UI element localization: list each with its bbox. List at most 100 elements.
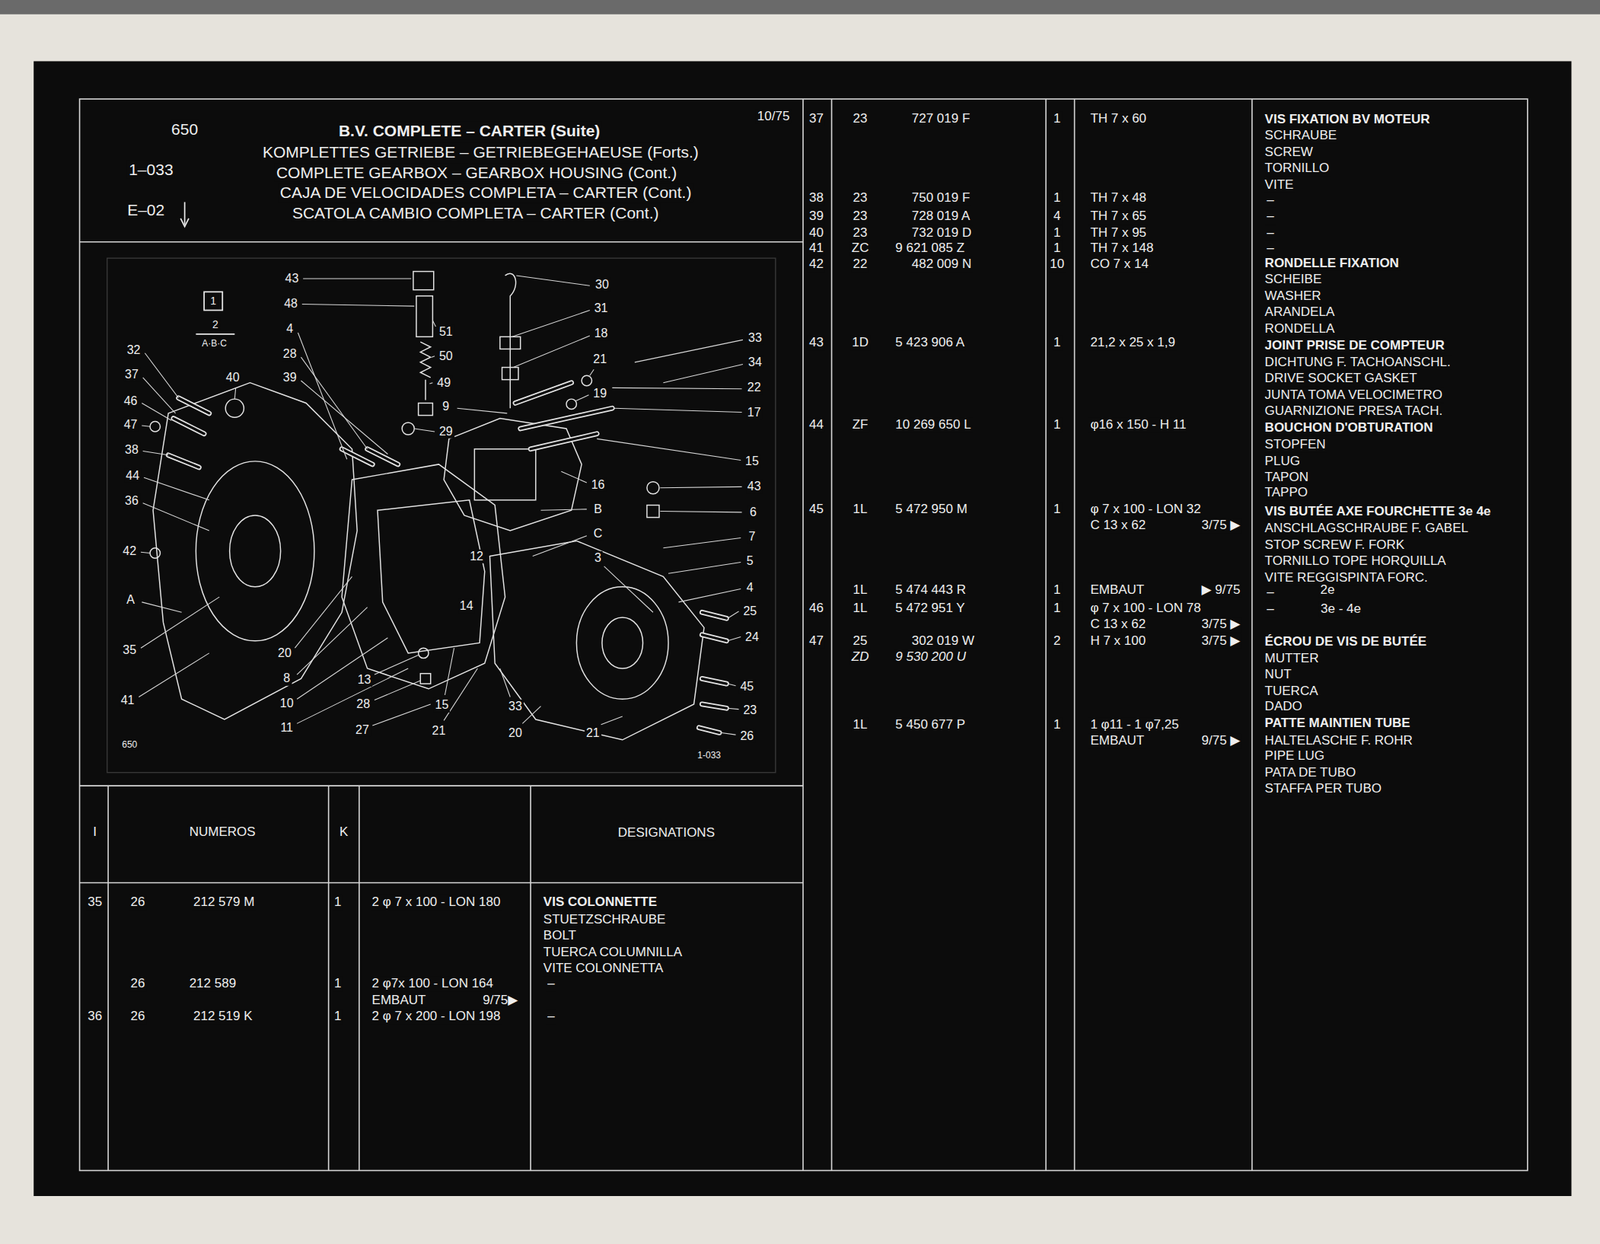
table-cell: 5 450 677 P — [893, 717, 967, 733]
table-cell: – — [545, 976, 556, 992]
table-cell: 3/75 ▶ — [1200, 617, 1243, 633]
table-cell: 1 — [1051, 111, 1062, 127]
callout-number: 40 — [224, 370, 242, 385]
table-cell: 1 — [332, 976, 343, 992]
callout-number: C — [592, 526, 605, 541]
table-cell: DADO — [1263, 698, 1304, 714]
table-cell: 750 019 F — [910, 190, 973, 206]
callout-number: 35 — [121, 643, 138, 657]
table-cell: 1L — [851, 582, 870, 598]
table-cell: 46 — [807, 600, 826, 616]
table-cell: ZC — [850, 240, 871, 256]
callout-number: 4 — [745, 580, 756, 595]
callout-number: 37 — [123, 367, 141, 382]
table-cell: 10 269 650 L — [893, 417, 973, 433]
callout-number: 15 — [433, 698, 451, 712]
table-cell: 3e - 4e — [1319, 602, 1363, 618]
callout-number: 16 — [589, 478, 607, 492]
callout-number: 3 — [592, 551, 603, 565]
table-cell: CO 7 x 14 — [1088, 256, 1151, 272]
table-cell: TH 7 x 148 — [1088, 240, 1155, 256]
table-cell: 1 — [332, 894, 343, 910]
table-cell: – — [1265, 192, 1275, 208]
table-cell: 728 019 A — [910, 208, 973, 224]
header-text: 650 — [169, 120, 200, 139]
callout-number: 26 — [738, 728, 756, 743]
table-cell: 21,2 x 25 x 1,9 — [1088, 335, 1177, 351]
table-cell: DESIGNATIONS — [616, 825, 717, 841]
callout-number: 22 — [745, 380, 763, 395]
table-cell: 212 519 K — [191, 1008, 255, 1024]
table-cell: 5 474 443 R — [893, 582, 968, 598]
table-cell: 3/75 ▶ — [1200, 518, 1243, 534]
header-text: 1–033 — [127, 159, 175, 179]
callout-number: 4 — [284, 321, 295, 335]
table-cell: 2e — [1319, 582, 1337, 598]
table-cell: 10/75 — [755, 108, 792, 125]
figure-ref: 650 — [120, 739, 139, 751]
figure-ref: A·B·C — [200, 338, 229, 350]
table-cell: NUT — [1263, 666, 1294, 683]
callout-number: 36 — [123, 494, 141, 508]
table-cell: VITE — [1263, 177, 1296, 193]
callout-number: 48 — [282, 296, 300, 311]
table-cell: 22 — [851, 256, 870, 272]
table-cell: GUARNIZIONE PRESA TACH. — [1263, 403, 1445, 419]
table-cell: 1L — [851, 717, 870, 733]
callout-number: 20 — [276, 646, 294, 660]
header-text: COMPLETE GEARBOX – GEARBOX HOUSING (Cont… — [274, 162, 679, 182]
table-cell: 37 — [807, 111, 826, 127]
table-cell: 26 — [129, 894, 147, 910]
table-cell: 2 φ7x 100 - LON 164 — [370, 976, 495, 992]
callout-number: 47 — [122, 417, 140, 431]
table-cell: 23 — [851, 208, 870, 224]
table-cell: 4 — [1051, 208, 1062, 224]
table-cell: ANSCHLAGSCHRAUBE F. GABEL — [1263, 521, 1470, 537]
table-cell: 1 — [1051, 417, 1062, 433]
table-cell: NUMEROS — [188, 824, 258, 840]
table-cell: 1L — [851, 501, 870, 517]
table-cell: TORNILLO — [1263, 160, 1332, 176]
table-cell: EMBAUT — [370, 992, 428, 1008]
table-cell: STOPFEN — [1263, 437, 1328, 453]
callout-number: 28 — [354, 697, 372, 711]
table-cell: TH 7 x 48 — [1088, 190, 1148, 206]
callout-number: 49 — [435, 376, 453, 390]
table-cell: 23 — [851, 190, 870, 206]
table-cell: WASHER — [1263, 288, 1323, 304]
table-cell: 1L — [851, 600, 870, 616]
designation-heading: RONDELLE FIXATION — [1263, 255, 1401, 271]
table-cell: 1 — [1051, 240, 1062, 256]
table-cell: 732 019 D — [910, 225, 973, 241]
table-cell: ZF — [850, 417, 871, 433]
table-cell: TAPPO — [1263, 485, 1310, 501]
table-cell: 1 — [1051, 335, 1062, 351]
table-cell: 1D — [850, 335, 871, 351]
table-cell: I — [91, 824, 99, 840]
callout-number: 19 — [591, 386, 609, 401]
table-cell: – — [1265, 602, 1275, 618]
callout-number: 18 — [592, 326, 610, 341]
table-cell: PATA DE TUBO — [1263, 764, 1358, 781]
table-cell: φ 7 x 100 - LON 78 — [1088, 600, 1202, 616]
callout-number: 28 — [281, 347, 299, 361]
table-cell: EMBAUT — [1088, 582, 1146, 598]
table-cell: 1 — [1051, 225, 1062, 241]
table-cell: PIPE LUG — [1263, 749, 1326, 765]
figure-ref: 1-033 — [695, 750, 723, 762]
table-cell: – — [545, 1008, 556, 1024]
table-cell: 1 — [332, 1008, 343, 1024]
table-cell: TORNILLO TOPE HORQUILLA — [1263, 554, 1448, 570]
table-cell: STOP SCREW F. FORK — [1263, 537, 1407, 553]
table-cell: VITE COLONNETTA — [541, 960, 665, 976]
header-text: KOMPLETTES GETRIEBE – GETRIEBEGEHAEUSE (… — [261, 143, 701, 162]
table-cell: 1 — [1051, 190, 1062, 206]
callout-number: 14 — [458, 599, 475, 613]
table-cell: TAPON — [1263, 470, 1310, 486]
callout-number: 9 — [440, 398, 451, 413]
callout-number: B — [592, 502, 604, 517]
callout-number: 51 — [437, 324, 455, 338]
table-cell: 39 — [807, 208, 826, 224]
table-cell: 41 — [807, 240, 826, 256]
